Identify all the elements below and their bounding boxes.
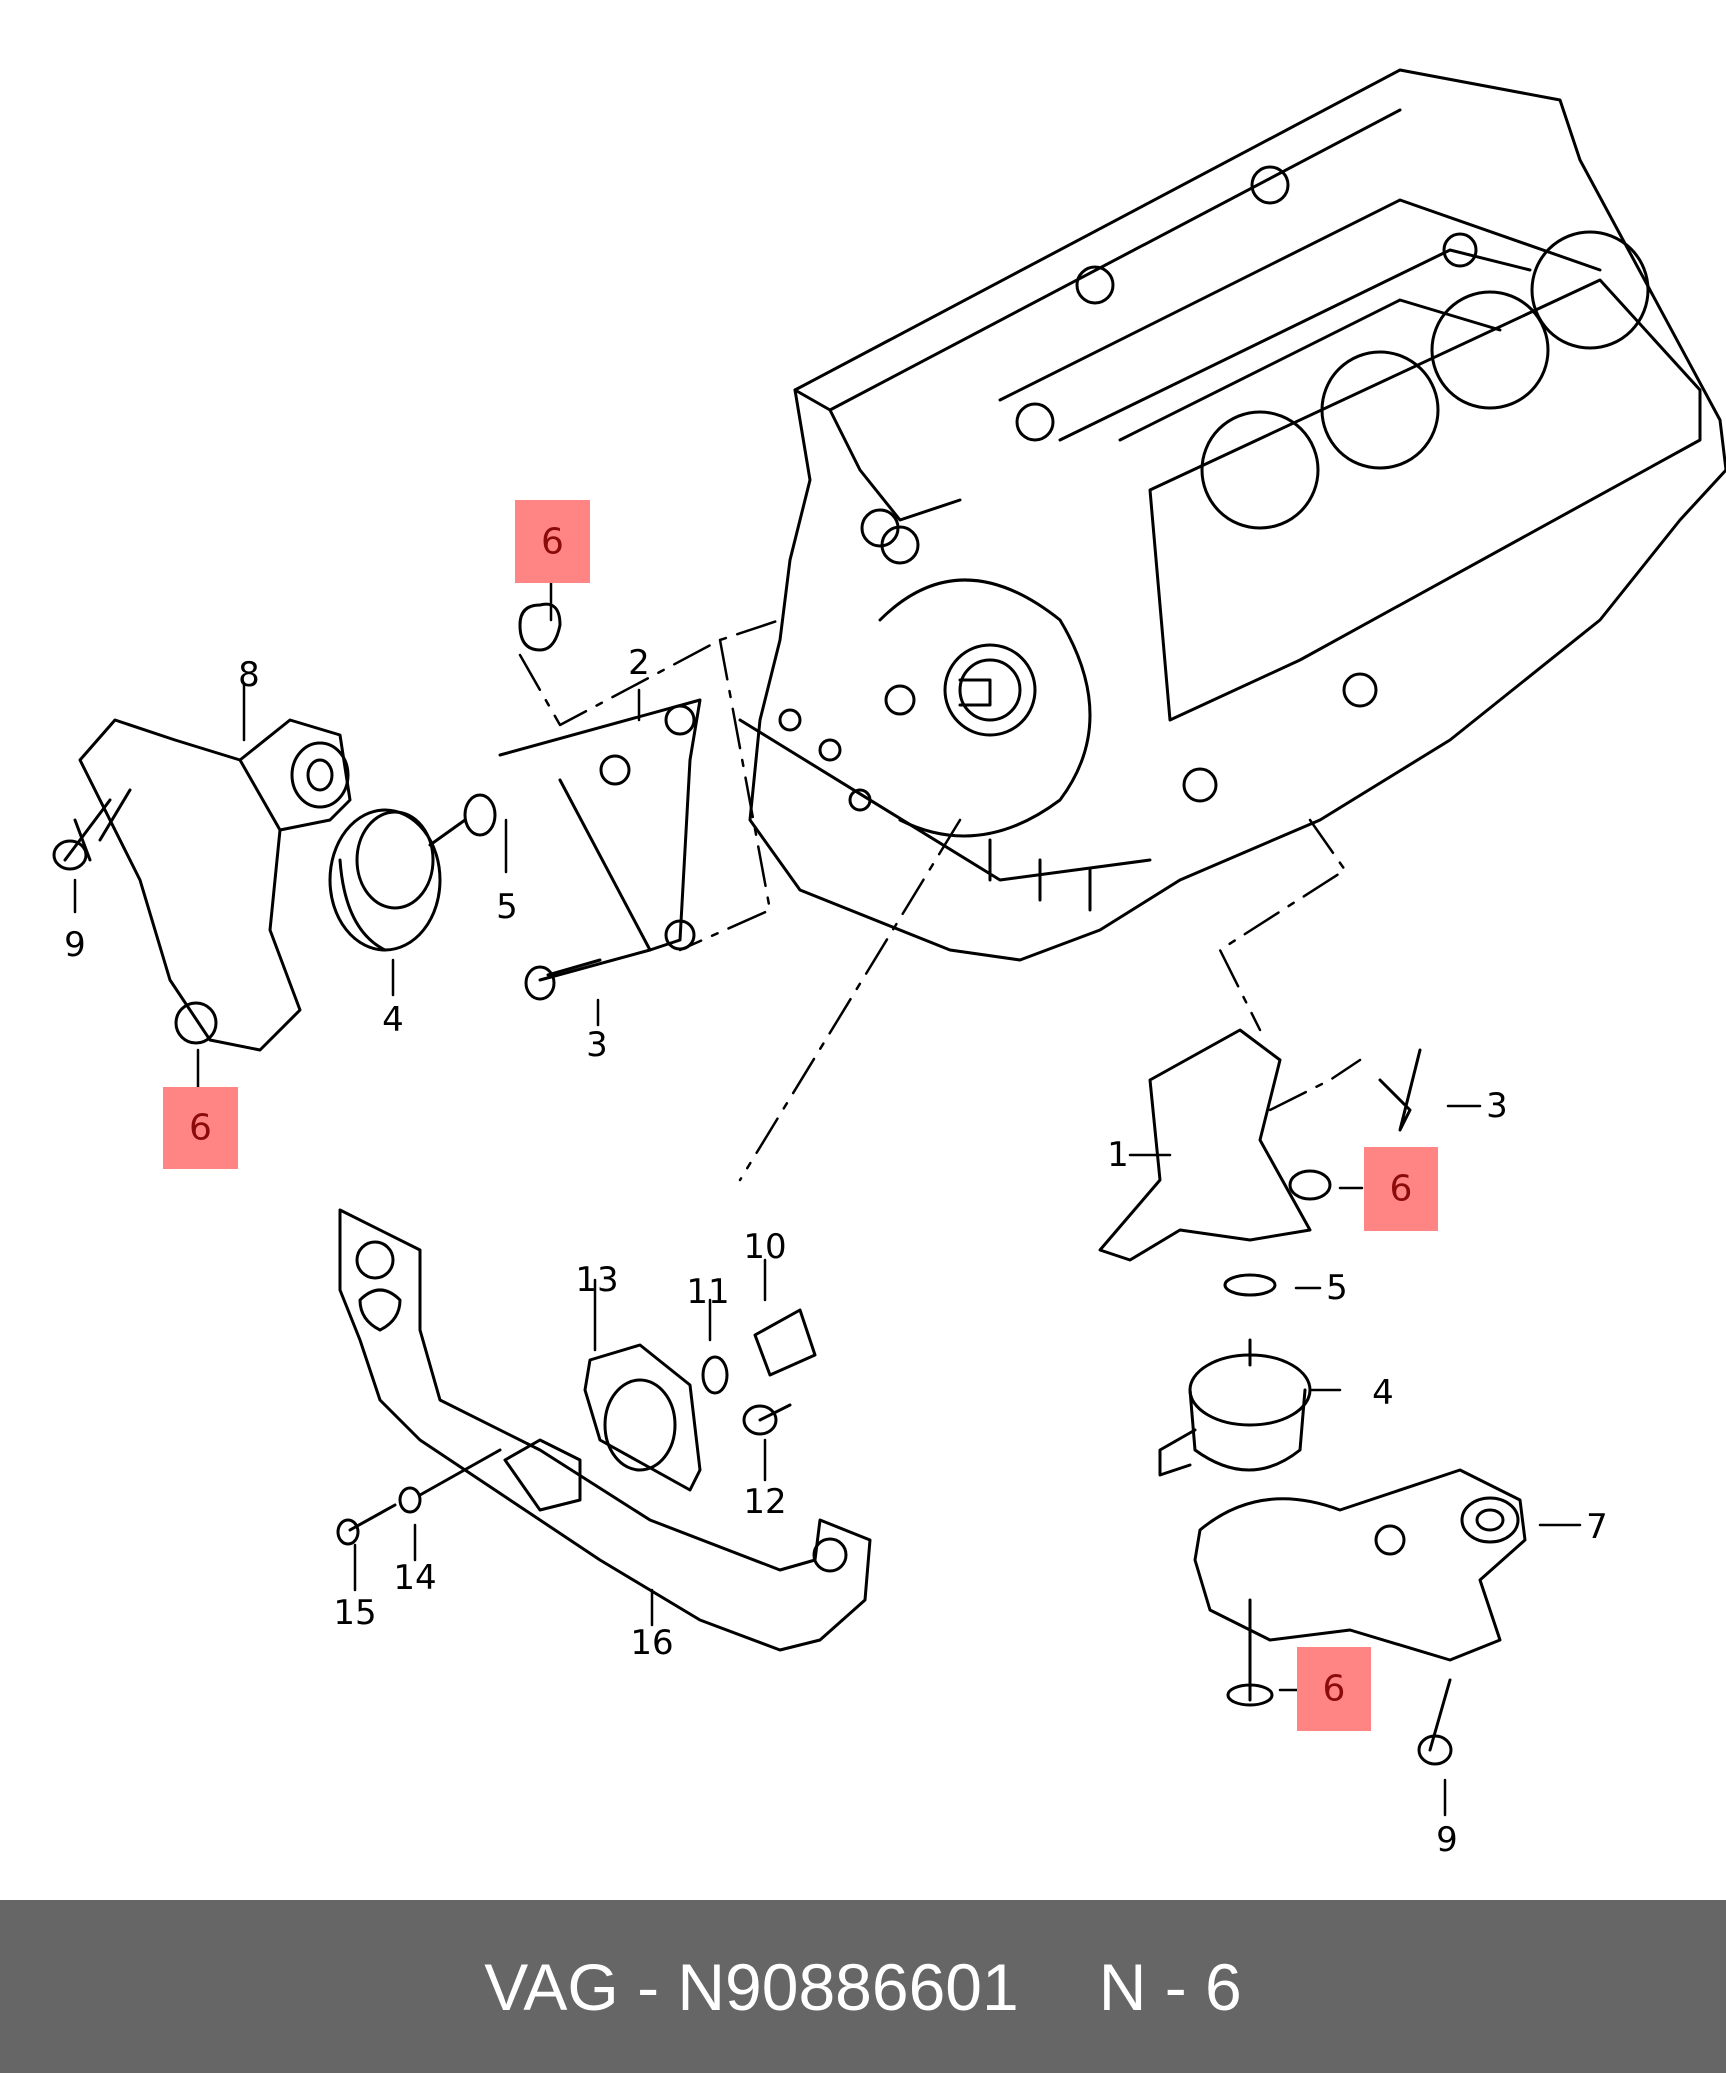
callout-2: 2 <box>628 643 650 683</box>
callout-8: 8 <box>238 655 260 695</box>
callout-6-label: 6 <box>189 1107 212 1149</box>
brand-label: VAG <box>484 1949 619 2024</box>
callout-9-left: 9 <box>64 925 86 965</box>
callout-11: 11 <box>686 1272 730 1312</box>
engine-block <box>738 68 1726 962</box>
callout-12: 12 <box>743 1482 787 1522</box>
highlight-callout-6-left[interactable]: 6 <box>163 1087 238 1169</box>
ref-letter: N <box>1098 1949 1147 2024</box>
leader-lines <box>518 618 1362 1182</box>
callout-3-left: 3 <box>586 1025 608 1065</box>
right-engine-mount <box>1098 1028 1527 1766</box>
callout-14: 14 <box>393 1558 437 1598</box>
callout-10: 10 <box>743 1227 787 1267</box>
callout-3-right: 3 <box>1486 1086 1508 1126</box>
callout-6-label: 6 <box>1322 1668 1346 1710</box>
highlight-callout-6-right-lower[interactable]: 6 <box>1297 1647 1371 1731</box>
left-engine-mount <box>52 602 702 1052</box>
separator: - <box>1164 1949 1187 2024</box>
callout-5-right: 5 <box>1326 1268 1348 1308</box>
highlight-callout-6-top[interactable]: 6 <box>515 500 590 583</box>
separator: - <box>637 1949 660 2024</box>
callout-1: 1 <box>1107 1135 1129 1175</box>
callout-16: 16 <box>630 1623 674 1663</box>
transmission-crossmember <box>336 1208 872 1652</box>
callout-6-label: 6 <box>1389 1168 1413 1210</box>
ref-number: 6 <box>1205 1949 1242 2024</box>
highlight-callout-6-right-upper[interactable]: 6 <box>1364 1147 1438 1231</box>
part-number-footer: VAG - N90886601 N - 6 <box>0 1900 1726 2073</box>
callout-4-right: 4 <box>1372 1373 1394 1413</box>
engine-mount-exploded-diagram <box>52 68 1726 1817</box>
callout-leaders <box>73 581 1582 1817</box>
callout-5-left: 5 <box>496 887 518 927</box>
callout-9-right: 9 <box>1436 1820 1458 1860</box>
callout-7: 7 <box>1586 1507 1608 1547</box>
callout-4-left: 4 <box>382 1000 404 1040</box>
callout-13: 13 <box>575 1260 619 1300</box>
callout-6-label: 6 <box>541 521 564 562</box>
part-number: N90886601 <box>677 1949 1019 2024</box>
callout-15: 15 <box>333 1593 377 1633</box>
